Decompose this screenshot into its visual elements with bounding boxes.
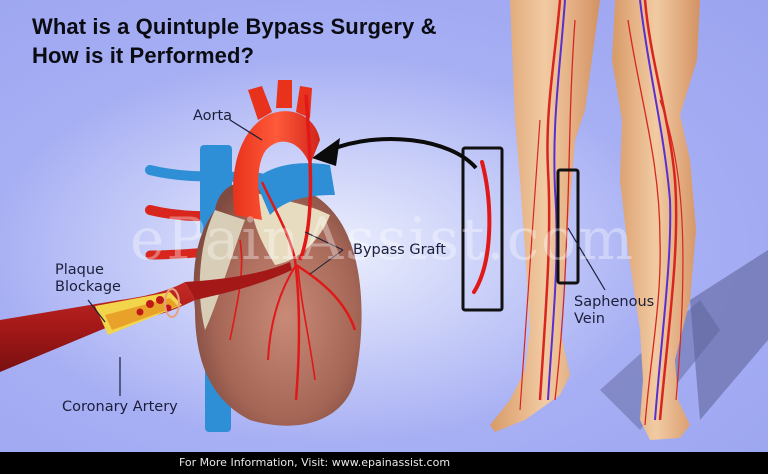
label-saphenous-vein: Saphenous Vein	[574, 294, 655, 327]
title-line-2: How is it Performed?	[32, 43, 255, 68]
label-aorta: Aorta	[193, 108, 233, 124]
saphenous-vein-box	[556, 168, 580, 285]
graft-vessel	[472, 160, 492, 294]
legs-illustration	[490, 0, 700, 440]
bypass-graft	[298, 94, 313, 261]
footer-bar: For More Information, Visit: www.epainas…	[0, 452, 768, 474]
leg-shadow	[690, 250, 768, 420]
label-bypass-graft: Bypass Graft	[353, 242, 446, 258]
label-coronary-artery: Coronary Artery	[62, 399, 178, 415]
aorta	[233, 111, 320, 220]
transfer-arrow	[329, 137, 478, 170]
title-line-1: What is a Quintuple Bypass Surgery &	[32, 14, 437, 39]
harvested-graft-box	[461, 146, 504, 312]
watermark: ePainAssist.com	[130, 205, 636, 273]
page-title: What is a Quintuple Bypass Surgery & How…	[32, 12, 437, 70]
label-plaque-blockage: Plaque Blockage	[55, 262, 121, 295]
footer-text: For More Information, Visit: www.epainas…	[179, 456, 451, 469]
